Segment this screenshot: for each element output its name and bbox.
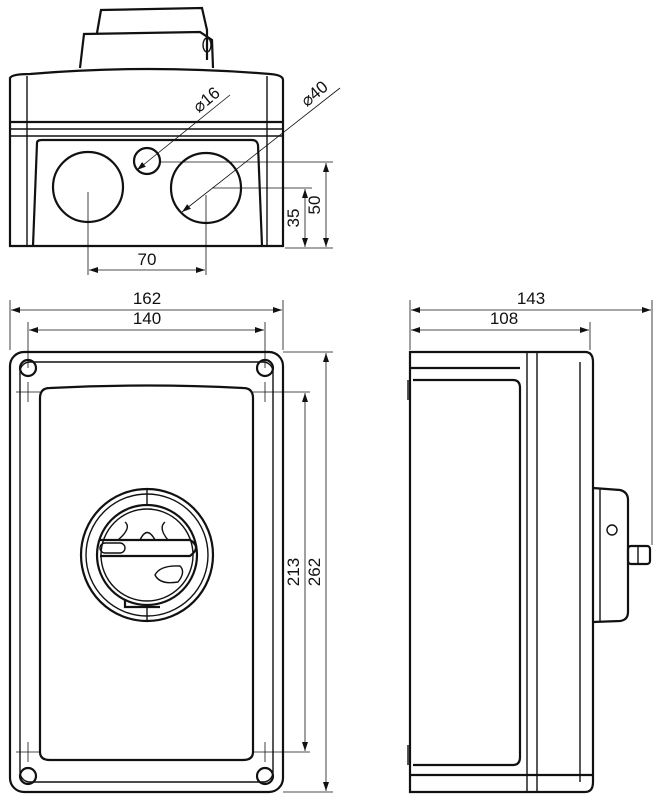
dim-height-35: 35 bbox=[284, 209, 303, 228]
knob-pin bbox=[202, 37, 212, 53]
dim-overall-depth: 143 bbox=[517, 289, 545, 308]
mounting-screws bbox=[16, 358, 310, 786]
dim-diameter-40: ⌀40 bbox=[297, 77, 332, 110]
switch-handle-top bbox=[95, 6, 209, 60]
enclosure-side bbox=[408, 350, 595, 794]
cover bbox=[38, 384, 255, 762]
cable-entry-small bbox=[132, 146, 162, 176]
dim-body-depth: 108 bbox=[490, 309, 518, 328]
enclosure-top-outline bbox=[8, 67, 285, 248]
top-view: 70 35 50 ⌀16 ⌀40 bbox=[8, 6, 341, 275]
dim-overall-width: 162 bbox=[133, 289, 161, 308]
dim-mounting-width: 140 bbox=[133, 309, 161, 328]
dim-hole-spacing: 70 bbox=[138, 250, 157, 269]
enclosure-front bbox=[8, 350, 285, 794]
knob-base bbox=[78, 30, 215, 69]
recess bbox=[31, 138, 264, 247]
front-view: 162 140 213 bbox=[8, 289, 333, 794]
dim-overall-height: 262 bbox=[305, 558, 324, 586]
dim-height-50: 50 bbox=[305, 196, 324, 215]
rotary-switch-knob[interactable] bbox=[79, 487, 215, 623]
dim-diameter-16: ⌀16 bbox=[189, 83, 224, 116]
side-view: 143 108 bbox=[407, 289, 653, 794]
switch-side bbox=[592, 486, 652, 624]
dim-mounting-height: 213 bbox=[284, 558, 303, 586]
